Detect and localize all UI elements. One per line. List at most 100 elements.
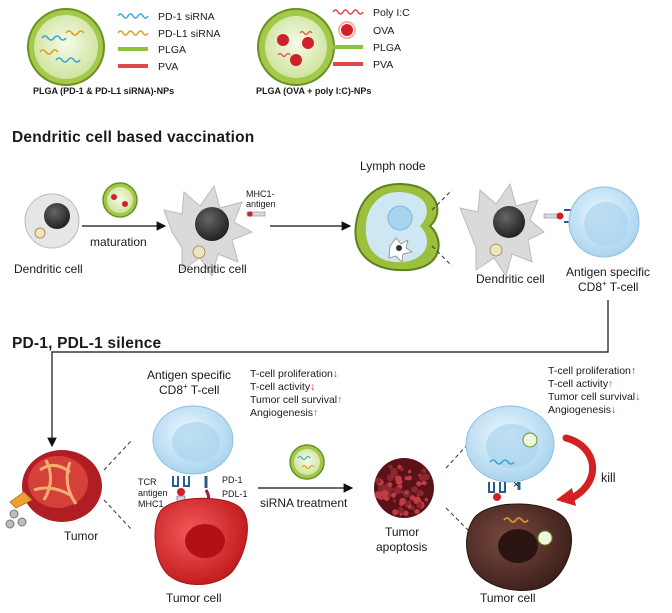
- apoptotic-speckle: [424, 498, 429, 502]
- label-antigen: antigen: [138, 488, 168, 498]
- apoptotic-speckle: [407, 469, 412, 474]
- apoptotic-speckle: [416, 490, 423, 496]
- zoom-line-3-bottom: [445, 507, 469, 531]
- label-tumor-apoptosis-1: Tumor: [385, 525, 419, 539]
- apoptotic-speckle: [416, 481, 422, 487]
- connector-arrow: [47, 300, 609, 448]
- legend-left-swatches: [117, 13, 149, 68]
- label-lymph-node: Lymph node: [360, 159, 426, 173]
- label-mhc1-line2: antigen: [246, 199, 276, 209]
- apoptotic-speckle: [391, 492, 396, 498]
- legend-pva-2: PVA: [373, 59, 393, 71]
- block-mark-1: ×: [513, 479, 519, 491]
- left-effect-item: Angiogenesis↑: [250, 407, 318, 419]
- legend-plga: PLGA: [158, 44, 186, 56]
- apoptotic-speckle: [388, 486, 393, 492]
- apoptotic-speckle: [399, 501, 404, 507]
- legend-pva: PVA: [158, 61, 178, 73]
- apoptotic-speckle: [421, 468, 427, 474]
- label-pdl1: PDL-1: [222, 489, 248, 499]
- apoptotic-speckle: [395, 475, 402, 483]
- label-tumor-apoptosis-2: apoptosis: [376, 540, 427, 554]
- label-antigen-specific-1: Antigen specific: [566, 265, 650, 279]
- apoptotic-speckle: [416, 502, 423, 509]
- section1-title: Dendritic cell based vaccination: [12, 129, 254, 146]
- vaccine-nanoparticle-icon: [102, 182, 138, 218]
- apoptotic-speckle: [422, 480, 427, 486]
- apoptotic-speckle: [392, 509, 399, 516]
- section2-title: PD-1, PDL-1 silence: [12, 335, 162, 352]
- right-effect-item: T-cell proliferation↑: [548, 365, 636, 377]
- lymph-node-icon: [354, 182, 440, 272]
- label-cd8-tcell-1: CD8+ T-cell: [578, 279, 638, 294]
- apoptotic-speckle: [374, 491, 382, 499]
- mhc-antigen-icon: [246, 211, 266, 217]
- cd8-t-cell-2: [152, 405, 234, 475]
- apoptotic-speckle: [409, 495, 415, 501]
- label-maturation: maturation: [90, 235, 147, 249]
- apoptotic-speckle: [390, 470, 398, 478]
- label-dendritic-cell-3: Dendritic cell: [476, 272, 545, 286]
- left-effect-item: T-cell activity↓: [250, 381, 315, 393]
- apoptotic-speckle: [404, 490, 409, 495]
- apoptotic-speckle: [408, 500, 412, 504]
- right-effect-item: Angiogenesis↓: [548, 404, 616, 416]
- effects-right-list: T-cell proliferation↑T-cell activity↑Tum…: [548, 365, 640, 416]
- legend-left: PD-1 siRNA PD-L1 siRNA PLGA PVA PLGA (PD…: [27, 8, 220, 96]
- apoptotic-speckle: [380, 489, 389, 498]
- left-effect-item: T-cell proliferation↓: [250, 368, 338, 380]
- apoptotic-speckle: [393, 486, 401, 495]
- tumor-cell-1: [154, 497, 248, 585]
- label-tumor-cell-2: Tumor cell: [480, 591, 536, 605]
- apoptotic-speckle: [386, 477, 391, 481]
- label-tumor: Tumor: [64, 529, 98, 543]
- legend-pd1-sirna: PD-1 siRNA: [158, 11, 215, 23]
- legend-pdl1-sirna: PD-L1 siRNA: [158, 28, 220, 40]
- legend-right-caption: PLGA (OVA + poly I:C)-NPs: [256, 86, 371, 96]
- apoptotic-speckle: [399, 467, 404, 472]
- apoptotic-speckle: [387, 482, 393, 488]
- zoom-line-2-top: [103, 439, 133, 471]
- legend-plga-2: PLGA: [373, 42, 401, 54]
- apoptotic-speckle: [410, 505, 415, 511]
- apoptotic-speckle: [419, 474, 427, 482]
- mhc-tcr-contact-icon: [543, 209, 573, 223]
- apoptotic-speckle: [414, 508, 420, 515]
- effects-left-list: T-cell proliferation↓T-cell activity↓Tum…: [250, 368, 342, 419]
- apoptotic-speckle: [397, 507, 405, 515]
- cd8-t-cell-1: [568, 186, 640, 258]
- apoptotic-speckle: [388, 464, 393, 469]
- zoom-line-3-top: [445, 443, 469, 469]
- legend-right-swatches: [332, 9, 364, 66]
- label-sirna-treatment: siRNA treatment: [260, 496, 348, 510]
- apoptotic-speckle: [399, 512, 403, 516]
- legend-left-caption: PLGA (PD-1 & PD-L1 siRNA)-NPs: [33, 86, 174, 96]
- label-mhc1-line1: MHC1-: [246, 189, 275, 199]
- label-kill: kill: [601, 471, 616, 485]
- tumor-mass-icon: [5, 450, 102, 529]
- tumor-cell-2: [466, 503, 572, 591]
- apoptotic-speckle: [407, 475, 412, 481]
- zoom-line-top: [431, 189, 453, 211]
- label-tcr: TCR: [138, 477, 157, 487]
- right-effect-item: T-cell activity↑: [548, 378, 613, 390]
- legend-ova: OVA: [373, 25, 394, 37]
- right-effect-item: Tumor cell survival↓: [548, 391, 640, 403]
- apoptotic-speckle: [382, 484, 390, 492]
- apoptotic-speckle: [398, 506, 403, 511]
- legend-right: Poly I:C OVA PLGA PVA PLGA (OVA + poly I…: [256, 7, 410, 96]
- legend-poly-ic: Poly I:C: [373, 7, 410, 19]
- label-pd1: PD-1: [222, 475, 243, 485]
- label-antigen-specific-2: Antigen specific: [147, 368, 231, 382]
- apoptotic-speckle: [392, 499, 397, 503]
- ova-nanoparticle-icon: [257, 8, 335, 86]
- label-dendritic-cell-2: Dendritic cell: [178, 262, 247, 276]
- mature-dendritic-cell: [163, 184, 254, 278]
- cd8-t-cell-3: [465, 405, 555, 483]
- apoptotic-tumor-icon: [374, 458, 434, 518]
- dendritic-cell-presenting: [459, 182, 545, 278]
- apoptotic-speckle: [400, 490, 404, 494]
- label-cd8-tcell-2: CD8+ T-cell: [159, 382, 219, 397]
- label-tumor-cell-1: Tumor cell: [166, 591, 222, 605]
